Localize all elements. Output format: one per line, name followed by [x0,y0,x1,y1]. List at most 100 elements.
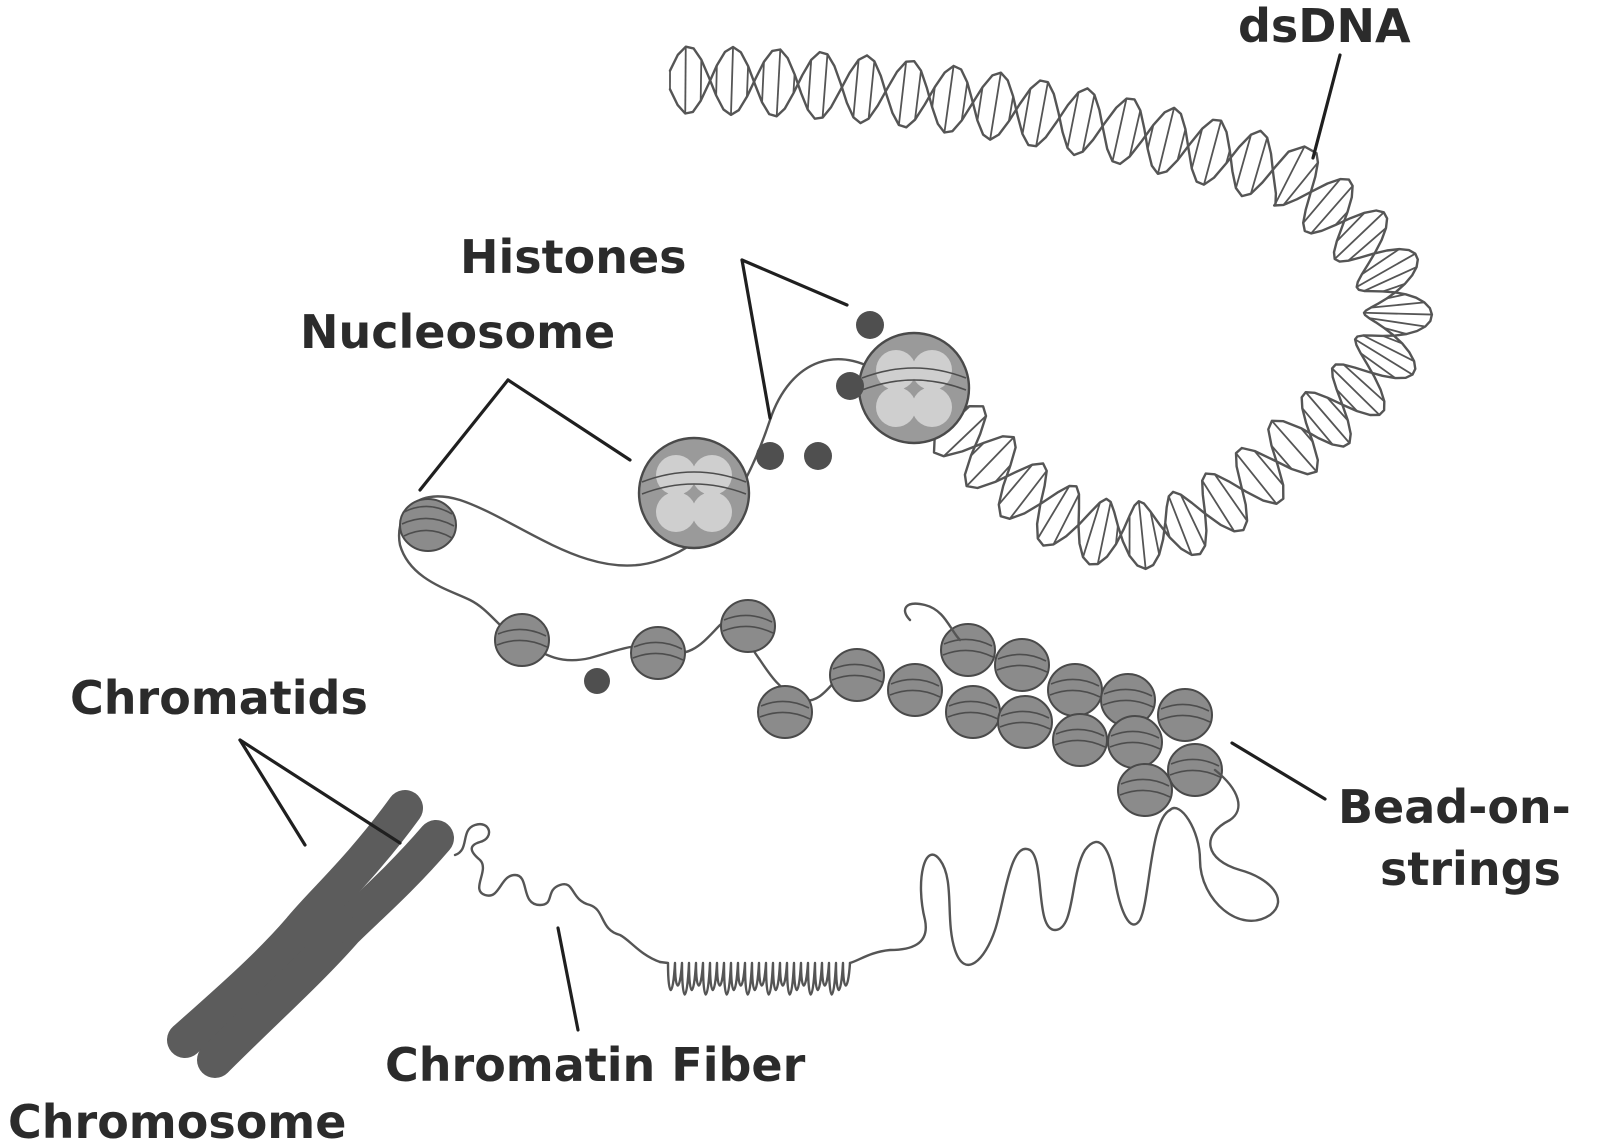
base-pair-rung [867,61,876,119]
base-pair-rung [1363,311,1432,316]
base-pair-rung [1274,146,1306,204]
base-pair-rung [1370,301,1425,309]
base-pair-rung [1271,420,1318,473]
nucleosome-bead-wrap [1102,688,1154,708]
base-pair-rung [1149,511,1161,555]
base-pair-rung [1213,473,1248,522]
dsdna-strand-1 [668,45,1419,566]
histone-dot [836,372,864,400]
base-pair-rung [1111,98,1128,162]
base-pair-rung [1354,338,1413,376]
base-pair-rung [998,464,1034,506]
nucleosome-bead-wrap [1054,728,1106,748]
chromatin-fiber-loops [848,808,1172,966]
dsdna-helix [668,45,1434,571]
base-pair-rung [1201,480,1235,532]
base-pair-rung [1282,161,1319,206]
nucleosome-bead-wrap [996,653,1048,673]
nucleosome-bead-wrap [947,700,999,720]
nucleosome-bead-wrap [889,678,941,698]
base-pair-rung [914,70,922,120]
base-pair-rung [1361,248,1400,275]
chromatin-fiber-left [453,822,662,964]
base-pair-rung [1082,502,1101,558]
base-pair-rung [943,65,955,133]
base-pair-rung [852,59,860,118]
bead-on-strings-label-line2: strings [1380,842,1561,896]
base-pair-rung [1382,283,1406,293]
base-pair-rung [1369,317,1426,328]
histone-dot [804,442,832,470]
base-pair-rung [1331,367,1380,416]
base-pair-rung [730,46,734,115]
base-pair-rung [989,72,1002,140]
base-pair-rung [684,46,687,114]
nucleosome-bead-wrap [632,641,684,661]
base-pair-rung [1008,96,1014,122]
base-pair-rung [931,86,936,108]
histone-dot [584,668,610,694]
base-pair-rung [1383,327,1407,335]
bead-on-strings-label-line1: Bead-on- [1338,780,1571,834]
chromosome-label: Chromosome [8,1095,346,1144]
base-pair-rung [960,82,969,121]
nucleosome-bead-wrap [942,638,994,658]
chromatids-label: Chromatids [70,671,368,725]
dsdna-strand-2 [668,45,1434,571]
base-pair-rung [1021,88,1032,135]
leader-lines [238,53,1342,1032]
chromatin-fiber-label: Chromatin Fiber [385,1038,806,1092]
base-pair-rung [1305,391,1351,444]
nucleosome-small [399,498,457,552]
nucleosome-upper [857,331,971,445]
nucleosome-label: Nucleosome [300,305,615,359]
bead-on-string-nucleosomes [494,599,1223,817]
base-pair-rung [806,59,813,110]
dsdna-leader [1311,53,1342,160]
base-pair-rung [1052,493,1080,545]
base-pair-rung [1167,495,1193,556]
base-pair-rung [994,464,1012,483]
nucleosome-bead-wrap [722,614,774,634]
chromatids-leader-2 [238,738,402,845]
histone-dot [856,311,884,339]
base-pair-rung [1037,485,1071,539]
base-pair-rung [1302,178,1341,224]
nucleosome-bead-wrap [831,663,883,683]
histones-leader-1 [740,258,849,307]
base-pair-rung [1270,445,1293,470]
base-pair-rung [1235,134,1252,189]
base-pair-rung [1009,470,1048,520]
base-pair-rung [699,59,703,101]
base-pair-rung [1356,252,1416,288]
chromatin-fiber-leader [556,926,580,1032]
nucleosome-leader-2 [506,378,632,462]
bead-on-strings-leader [1230,741,1327,801]
nucleosome-bead-wrap [1119,778,1171,798]
nucleosome-bead-wrap [1109,730,1161,750]
nucleosome-bead-wrap [999,710,1051,730]
base-pair-rung [1326,396,1349,422]
base-pair-rung [1137,501,1147,569]
base-pair-rung [1253,450,1284,486]
base-pair-rung [1157,107,1175,174]
linker-strand-to-fiber [903,602,1280,922]
base-pair-rung [1179,494,1206,546]
base-pair-rung [897,61,908,126]
base-pair-rung [1301,407,1334,446]
base-pair-rung [1360,352,1396,379]
base-pair-rung [821,54,829,118]
nucleosome-bead-wrap [1169,758,1221,778]
chromatin-fiber-coil [658,960,852,996]
base-pair-rung [1190,128,1204,169]
base-pair-rung [1336,212,1366,242]
histones-label: Histones [460,230,687,284]
base-pair-rung [1382,335,1403,345]
nucleosome-large [637,436,751,550]
dsdna-label: dsDNA [1238,0,1411,53]
base-pair-rung [1146,124,1155,150]
nucleosome-bead-wrap [496,628,548,648]
base-pair-rung [746,66,749,97]
base-pair-rung [1347,227,1387,262]
